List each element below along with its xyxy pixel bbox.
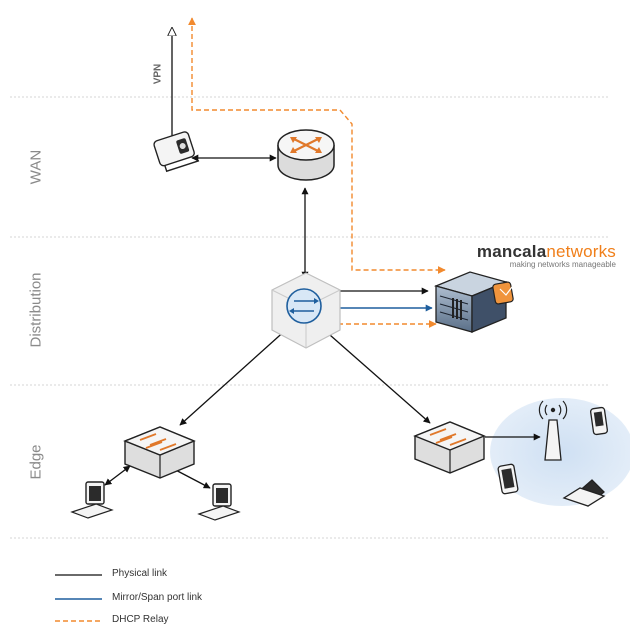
tablet-icon[interactable] bbox=[497, 463, 519, 495]
legend bbox=[55, 574, 102, 622]
zone-label-distribution: Distribution bbox=[27, 272, 45, 348]
legend-mirror-label: Mirror/Span port link bbox=[112, 592, 203, 603]
core-switch-icon[interactable] bbox=[271, 272, 341, 349]
link-core-edge-right bbox=[321, 327, 431, 424]
mancala-appliance-icon[interactable] bbox=[434, 271, 514, 333]
workstation-1-icon[interactable] bbox=[70, 481, 114, 519]
brand-tagline: making networks manageable bbox=[509, 260, 616, 269]
legend-dhcp-label: DHCP Relay bbox=[112, 614, 169, 625]
link-edge-workstation-1 bbox=[104, 465, 131, 486]
brand-name-light: networks bbox=[546, 242, 616, 261]
edge-switch-left-icon[interactable] bbox=[123, 426, 196, 479]
edge-switch-right-icon[interactable] bbox=[413, 421, 486, 474]
link-core-edge-left bbox=[179, 327, 289, 426]
brand-name: mancalanetworks bbox=[477, 243, 616, 260]
vpn-label: VPN bbox=[152, 63, 164, 85]
wireless-access-point-icon[interactable] bbox=[538, 400, 568, 461]
zone-label-edge: Edge bbox=[27, 444, 45, 480]
zone-label-wan: WAN bbox=[27, 149, 45, 185]
workstation-2-icon[interactable] bbox=[197, 483, 241, 521]
router-icon[interactable] bbox=[277, 129, 335, 181]
mancala-logo: mancalanetworks making networks manageab… bbox=[477, 243, 616, 269]
vpn-firewall-icon[interactable] bbox=[153, 130, 200, 173]
brand-name-bold: mancala bbox=[476, 242, 547, 261]
laptop-icon[interactable] bbox=[562, 479, 606, 507]
dhcp-relay-links bbox=[188, 17, 446, 328]
mobile-phone-icon[interactable] bbox=[589, 406, 609, 436]
legend-physical-label: Physical link bbox=[112, 568, 168, 579]
dhcp-relay-path bbox=[188, 17, 446, 274]
